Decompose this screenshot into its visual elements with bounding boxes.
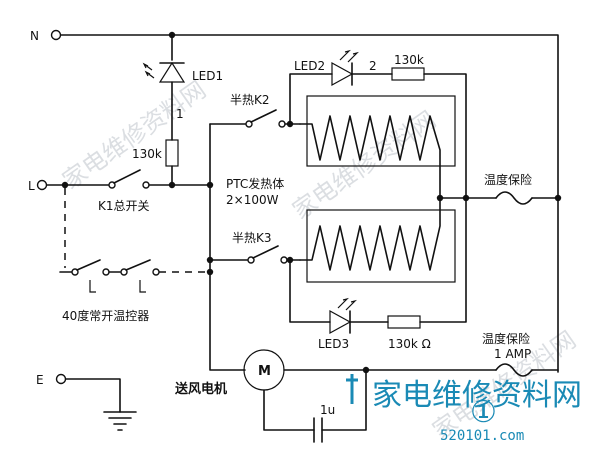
watermark-site: 520101.com (440, 428, 524, 444)
capacitor-label: 1u (320, 403, 335, 417)
junction-bus-thermostat (206, 268, 214, 276)
led2-resistor (391, 67, 425, 81)
capacitor (313, 417, 323, 443)
live-line: L K1总开关 (28, 169, 211, 268)
watermark-circle-number: ① (470, 395, 497, 430)
junction-bus-k1 (206, 181, 214, 189)
led3-resistor (387, 315, 421, 329)
motor-branch: M 送风电机 温度保险 1 AMP 1u (174, 331, 559, 443)
ptc-power-label: 2×100W (226, 193, 279, 207)
junction-k1-led1 (168, 181, 176, 189)
half-heat-k2-label: 半热K2 (230, 93, 270, 107)
led2-resistor-label: 130k (394, 53, 424, 67)
thermal-fuse-bottom (495, 363, 533, 377)
fan-motor-label: 送风电机 (174, 381, 227, 397)
half-heat-k3-label: 半热K3 (232, 231, 272, 245)
led2-diode-icon (331, 61, 354, 87)
k3-contact-right (280, 256, 288, 264)
thermal-fuse-top-branch: 温度保险 (436, 172, 562, 205)
junction-l (61, 181, 69, 189)
k1-contact-right (142, 181, 150, 189)
led1-label: LED1 (192, 69, 223, 83)
thermostat-contact-2 (102, 268, 110, 276)
junction-leds (462, 194, 470, 202)
led1-branch: LED1 1 130k (132, 34, 223, 186)
watermark-text-1: 家电维修资料网 (57, 76, 211, 195)
watermark-brand: 家电维修资料网 (372, 378, 582, 413)
ptc-heater-1 (306, 95, 456, 167)
thermal-fuse-bottom-label: 温度保险 (482, 331, 530, 346)
thermostat-label: 40度常开温控器 (62, 308, 149, 323)
led3-resistor-label: 130k Ω (388, 337, 431, 351)
earth-branch: E (36, 373, 137, 431)
motor-letter: M (258, 364, 271, 379)
mark-1: 1 (176, 107, 184, 121)
l-label: L (28, 179, 35, 193)
led1-resistor-label: 130k (132, 147, 162, 161)
heater-2-branch: 半热K3 LED3 130k Ω (209, 197, 467, 351)
l-terminal (36, 179, 48, 191)
e-terminal (55, 373, 67, 385)
heater-1-branch: 半热K2 LED2 2 130k (209, 49, 467, 199)
thermal-fuse-top (495, 191, 533, 205)
k1-switch-label: K1总开关 (98, 199, 150, 213)
watermark-logo-icon (346, 374, 358, 404)
thermostat-contact-4 (152, 268, 160, 276)
site-watermark: 家电维修资料网 ① 520101.com (346, 374, 582, 444)
led1-diode-icon (158, 61, 186, 83)
led3-label: LED3 (318, 337, 349, 351)
led3-diode-icon (329, 309, 352, 335)
e-label: E (36, 373, 44, 387)
led1-resistor (165, 139, 179, 167)
thermal-fuse-top-label: 温度保险 (484, 172, 532, 187)
junction-heaters (436, 194, 444, 202)
led2-label: LED2 (294, 59, 325, 73)
heater-bus: PTC发热体 2×100W (206, 123, 284, 371)
junction-n-right (554, 194, 562, 202)
mark-2: 2 (369, 59, 377, 73)
fuse-rating-label: 1 AMP (494, 347, 531, 361)
n-terminal (50, 29, 62, 41)
ptc-heater-label: PTC发热体 (226, 176, 284, 191)
k2-contact-right (278, 120, 286, 128)
n-label: N (30, 29, 39, 43)
thermostat-branch: 40度常开温控器 (59, 259, 210, 323)
ground-icon (103, 411, 137, 431)
ptc-heater-2 (306, 209, 456, 283)
